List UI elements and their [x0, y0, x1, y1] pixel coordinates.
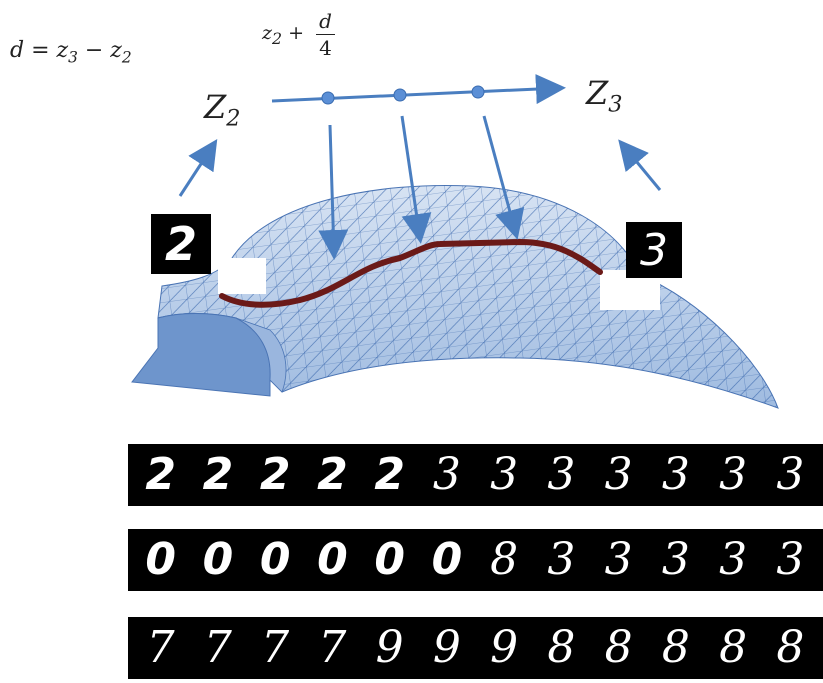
- digit-cell: 0: [202, 534, 234, 585]
- interpolation-row-2: 0 0 0 0 0 0 8 3 3 3 3 3: [128, 529, 823, 591]
- digit-cell: 9: [490, 622, 519, 673]
- interp-point: [471, 85, 485, 99]
- digit-cell: 8: [776, 622, 805, 673]
- digit-cell: 3: [604, 449, 633, 500]
- interpolation-row-1: 2 2 2 2 2 3 3 3 3 3 3 3: [128, 444, 823, 506]
- digit-cell: 8: [547, 622, 576, 673]
- digit-cell: 0: [259, 534, 291, 585]
- manifold-surface: [131, 185, 779, 409]
- digit-cell: 3: [604, 534, 633, 585]
- digit-cell: 3: [719, 449, 748, 500]
- digit-cell: 2: [202, 449, 234, 500]
- digit-cell: 3: [547, 449, 576, 500]
- digit-cell: 0: [374, 534, 405, 585]
- latent-axis-arrow: [271, 74, 566, 105]
- encode-arrow-left: [178, 138, 218, 197]
- latent-z3-label: Z3: [586, 74, 623, 118]
- digit-cell: 8: [490, 534, 519, 585]
- digit-cell: 2: [374, 449, 405, 500]
- digit-cell: 8: [604, 622, 633, 673]
- projection-arrow: [400, 115, 432, 244]
- digit-cell: 2: [259, 449, 291, 500]
- interp-point: [321, 91, 335, 105]
- digit-cell: 7: [261, 622, 290, 673]
- digit-cell: 3: [776, 534, 805, 585]
- distance-equation: d = z3 − z2: [10, 38, 132, 67]
- digit-cell: 3: [432, 449, 461, 500]
- digit-cell: 3: [547, 534, 576, 585]
- digit-cell: 3: [661, 534, 690, 585]
- digit-cell: 2: [145, 449, 176, 500]
- mnist-thumbnail-3: 3: [626, 222, 682, 278]
- interpolation-row-3: 7 7 7 7 9 9 9 8 8 8 8 8: [128, 617, 823, 679]
- digit-cell: 9: [432, 622, 461, 673]
- digit-cell: 7: [203, 622, 232, 673]
- projection-arrow: [318, 124, 349, 260]
- digit-cell: 3: [776, 449, 805, 500]
- digit-cell: 7: [146, 622, 175, 673]
- interp-point: [393, 88, 407, 102]
- fraction: d 4: [316, 8, 335, 61]
- digit-cell: 7: [318, 622, 347, 673]
- encode-arrow-right: [618, 139, 662, 191]
- digit-cell: 9: [375, 622, 404, 673]
- digit-cell: 8: [719, 622, 748, 673]
- latent-z2-label: Z2: [204, 88, 241, 132]
- interpolation-curve: [219, 238, 603, 308]
- interpolation-step-label: z2 + d 4: [262, 8, 335, 61]
- digit-cell: 2: [317, 449, 348, 500]
- digit-cell: 3: [490, 449, 519, 500]
- digit-cell: 8: [661, 622, 690, 673]
- digit-cell: 0: [145, 534, 176, 585]
- digit-cell: 0: [317, 534, 348, 585]
- digit-cell: 3: [719, 534, 748, 585]
- digit-cell: 3: [661, 449, 690, 500]
- projection-arrow: [482, 115, 525, 240]
- digit-cell: 0: [431, 534, 463, 585]
- mnist-thumbnail-2: 2: [151, 214, 211, 274]
- manifold-diagram: [131, 74, 779, 409]
